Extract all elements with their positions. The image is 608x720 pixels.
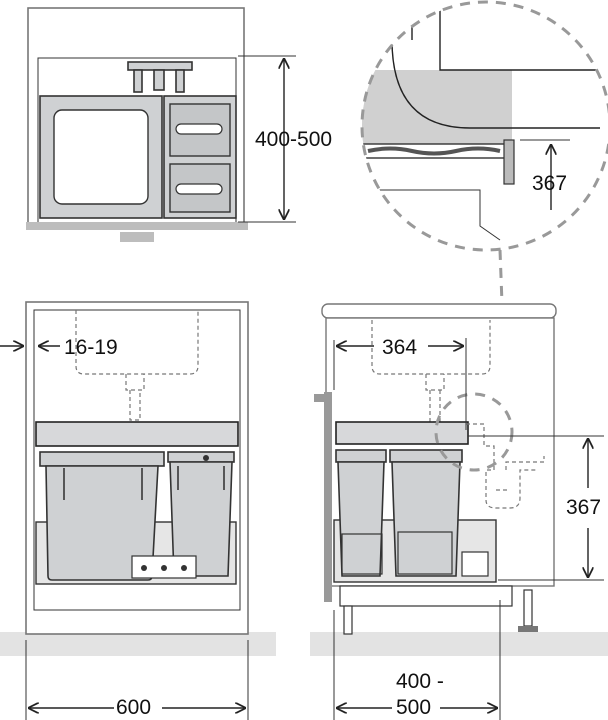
front-view-width-label: 600 xyxy=(116,696,151,719)
side-view-height-dimension: 367 xyxy=(468,435,604,581)
front-view-lid xyxy=(35,421,239,447)
side-view-plinth xyxy=(339,585,513,607)
side-view-floor xyxy=(310,632,608,656)
side-view-sink xyxy=(371,320,491,375)
front-view-offset-dimension: 16-19 xyxy=(0,336,118,359)
side-view-depth-label: 364 xyxy=(382,336,417,359)
top-view-large-bin xyxy=(39,95,163,219)
side-view-leg-back xyxy=(523,589,533,627)
side-view-door-handle xyxy=(314,394,324,402)
detail-circle xyxy=(360,0,608,252)
top-view-front-rail xyxy=(26,222,248,230)
side-view-front-bin xyxy=(335,449,387,577)
detail-height-label: 367 xyxy=(532,172,567,195)
side-view-bottom-label-2: 500 xyxy=(396,696,431,719)
side-view-leg-front xyxy=(343,605,353,635)
side-view-detail-marker xyxy=(434,392,514,472)
front-view-large-bin xyxy=(39,451,165,581)
top-view-siphon xyxy=(127,61,193,93)
front-view-offset-label: 16-19 xyxy=(64,336,118,359)
side-view-siphon xyxy=(466,423,536,509)
side-view-rear-bin xyxy=(389,449,463,577)
front-view-drain xyxy=(129,390,141,421)
top-view-small-bins xyxy=(163,95,237,219)
side-view-runner xyxy=(461,551,489,577)
front-view-inner xyxy=(33,309,241,611)
side-view-door xyxy=(324,392,332,602)
side-view-bottom-dimension: 400 - 500 xyxy=(333,600,501,720)
top-view-depth-label: 400-500 xyxy=(255,128,332,151)
detail-front-edge xyxy=(503,139,515,185)
front-view-small-bin xyxy=(167,451,235,577)
top-view: 400-500 xyxy=(26,7,332,242)
top-view-handle xyxy=(120,232,154,242)
front-view-width-dimension: 600 xyxy=(25,640,249,720)
front-view-sink xyxy=(75,310,199,375)
side-view-countertop xyxy=(321,303,557,319)
side-view-height-label: 367 xyxy=(566,496,601,519)
front-view: 16-19 600 xyxy=(0,301,276,720)
front-view-floor xyxy=(0,632,276,656)
side-view-depth-dimension: 364 xyxy=(333,336,467,430)
side-view: 364 367 400 - 500 xyxy=(310,303,608,720)
top-view-depth-dimension: 400-500 xyxy=(238,55,332,223)
side-view-bottom-label-1: 400 - xyxy=(396,670,444,693)
side-view-lid xyxy=(335,421,469,445)
